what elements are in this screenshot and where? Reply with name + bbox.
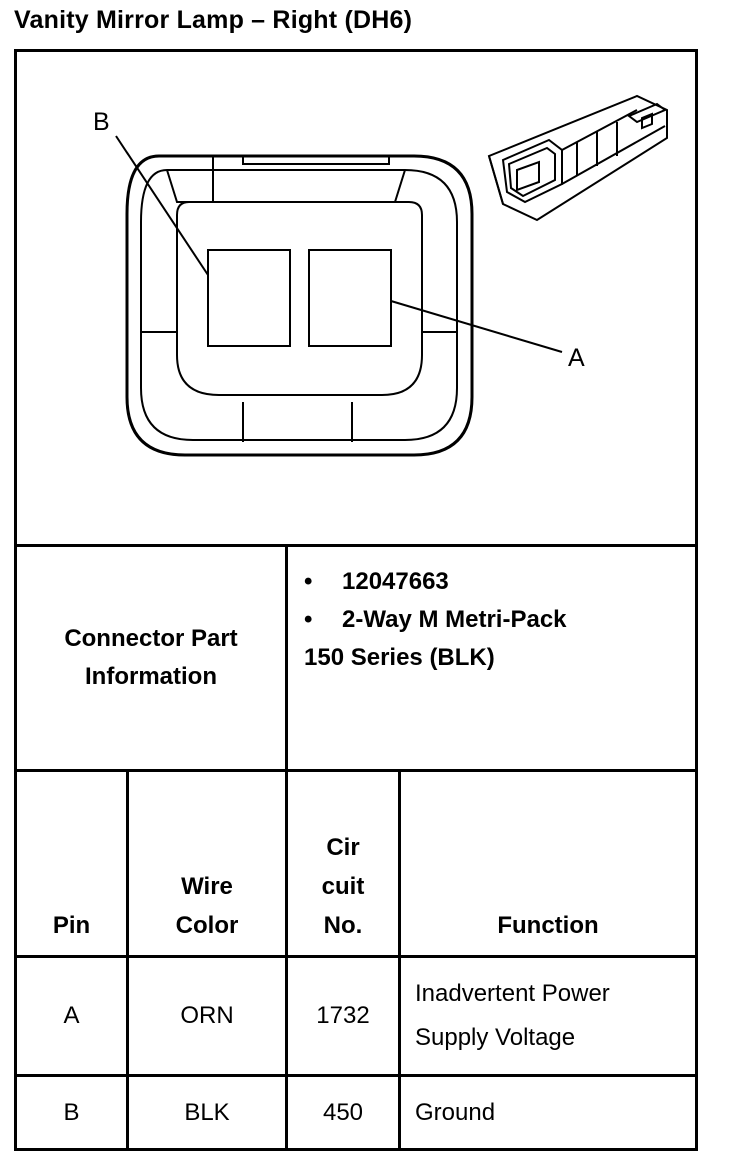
header-circuit-line1: Cir (326, 834, 360, 861)
connector-part-details: • 12047663 • 2-Way M Metri-Pack 150 Series… (288, 547, 695, 769)
row-b-pin: B (63, 1098, 80, 1126)
terminal-cavity (176, 201, 423, 396)
connector-part-label: Connector Part Information (17, 547, 288, 769)
row-a-function-line2: Supply Voltage (415, 1024, 576, 1051)
col-divider (398, 772, 401, 1148)
latch-notch (212, 156, 390, 170)
header-circuit-line3: No. (323, 912, 363, 939)
header-pin: Pin (17, 772, 126, 945)
connector-part-row: Connector Part Information • 12047663 • 2-… (17, 547, 695, 772)
connector-face-drawing (115, 94, 668, 457)
leader-line-b (115, 135, 209, 276)
connector-3d-sketch (487, 94, 668, 222)
row-a-function: Inadvertent Power Supply Voltage (401, 958, 695, 1074)
col-divider (285, 772, 288, 1148)
housing-inner-rim (140, 169, 458, 441)
bullet-icon: • (304, 606, 313, 633)
header-pin-text: Pin (52, 912, 91, 939)
pin-table: Pin Wire Color Cir cuit No. Function A O… (17, 772, 695, 1148)
col-divider (126, 772, 129, 1148)
row-a-function-line1: Inadvertent Power (415, 980, 610, 1007)
connector-info-frame: B A Connector Part Information • 12047663… (14, 49, 698, 1151)
page-title: Vanity Mirror Lamp – Right (DH6) (14, 6, 413, 34)
header-circuit: Cir cuit No. (288, 772, 398, 945)
part-number: 12047663 (342, 568, 449, 595)
pin-label-b: B (93, 108, 110, 136)
connector-diagram: B A (17, 52, 695, 547)
leader-line-a (390, 300, 563, 353)
row-a-pin: A (63, 1002, 80, 1029)
terminal-b (207, 249, 291, 347)
bottom-key (242, 402, 353, 442)
housing-outer (125, 154, 474, 457)
header-function: Function (401, 772, 695, 945)
bullet-icon: • (304, 568, 313, 595)
row-divider (17, 1074, 695, 1077)
row-a-wire-color: ORN (180, 1002, 234, 1029)
row-b-function: Ground (415, 1098, 496, 1126)
header-wire-line2: Color (175, 912, 239, 939)
connector-series-line: 150 Series (BLK) (304, 639, 495, 677)
connector-type: 2-Way M Metri-Pack (342, 606, 567, 633)
connector-type-line: • 2-Way M Metri-Pack (304, 601, 567, 639)
row-b-circuit: 450 (322, 1098, 364, 1126)
header-wire-color: Wire Color (129, 772, 285, 945)
connector-label-line1: Connector Part (64, 625, 238, 652)
row-b-wire-color: BLK (184, 1098, 230, 1126)
terminal-a (308, 249, 392, 347)
connector-label-line2: Information (85, 663, 217, 690)
row-divider (17, 955, 695, 958)
connector-series: 150 Series (BLK) (304, 644, 495, 671)
part-number-line: • 12047663 (304, 563, 449, 601)
row-a-circuit: 1732 (316, 1002, 370, 1029)
header-wire-line1: Wire (181, 873, 233, 900)
pin-label-a: A (568, 344, 585, 372)
header-circuit-line2: cuit (321, 873, 365, 900)
header-function-text: Function (497, 912, 599, 939)
